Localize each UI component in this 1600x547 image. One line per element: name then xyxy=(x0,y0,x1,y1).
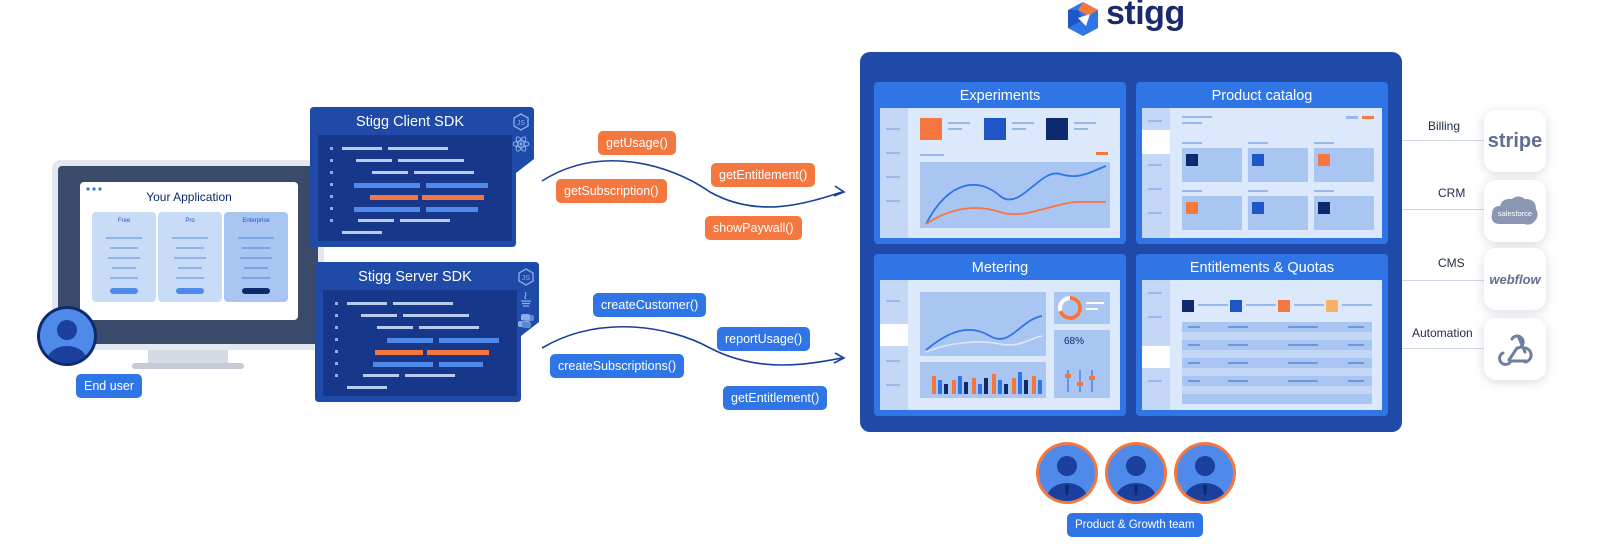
panel-title: Metering xyxy=(971,260,1029,276)
plan-name: Free xyxy=(117,218,131,224)
panel-title: Product catalog xyxy=(1211,88,1313,104)
sdk-flow-arrows xyxy=(541,160,846,366)
stigg-logo-mark-icon xyxy=(1068,2,1098,36)
integration-label-crm: CRM xyxy=(1438,186,1466,200)
react-icon xyxy=(512,135,530,153)
integration-connector xyxy=(1402,140,1484,141)
nodejs-icon: JS xyxy=(512,113,530,131)
server-sdk-title: Stigg Server SDK xyxy=(358,269,472,285)
integration-card-cms[interactable]: webflow xyxy=(1484,248,1546,310)
panel-experiments[interactable]: Experiments xyxy=(874,82,1126,244)
python-icon xyxy=(517,312,535,330)
integration-label-automation: Automation xyxy=(1412,326,1473,340)
integration-card-crm[interactable]: salesforce xyxy=(1484,180,1546,242)
panel-metering[interactable]: Metering xyxy=(874,254,1126,416)
integration-card-billing[interactable]: stripe xyxy=(1484,110,1546,172)
client-flow-arrow xyxy=(541,160,843,208)
end-user-label: End user xyxy=(76,374,143,398)
webhooks-icon xyxy=(1498,334,1533,366)
client-sdk-title: Stigg Client SDK xyxy=(356,114,464,130)
call-report-usage: reportUsage() xyxy=(717,327,811,351)
team-member-avatar xyxy=(1035,441,1099,505)
panel-body xyxy=(1142,280,1382,410)
stigg-wordmark: stigg xyxy=(1106,0,1185,32)
call-get-usage: getUsage() xyxy=(598,131,676,155)
integration-card-automation[interactable] xyxy=(1484,318,1546,380)
svg-text:JS: JS xyxy=(522,275,531,282)
stripe-logo: stripe xyxy=(1487,129,1543,152)
panel-title: Entitlements & Quotas xyxy=(1189,260,1335,276)
salesforce-logo: salesforce xyxy=(1497,208,1533,218)
salesforce-cloud-icon xyxy=(1491,196,1538,225)
server-sdk-card: Stigg Server SDK JS xyxy=(315,262,539,402)
end-user-avatar xyxy=(36,305,98,367)
integration-label-cms: CMS xyxy=(1438,256,1465,270)
integration-connector xyxy=(1402,280,1484,281)
stigg-dashboard: Experiments Product catalog xyxy=(860,52,1402,432)
call-get-entitlement-server: getEntitlement() xyxy=(723,386,828,410)
integration-label-billing: Billing xyxy=(1428,119,1461,133)
plan-card-free[interactable]: Free xyxy=(92,212,156,302)
panel-entitlements[interactable]: Entitlements & Quotas xyxy=(1136,254,1388,416)
plan-name: Pro xyxy=(185,218,195,224)
team-member-avatar xyxy=(1173,441,1237,505)
app-window-title: Your Application xyxy=(146,190,232,204)
nodejs-icon: JS xyxy=(517,268,535,286)
panel-body xyxy=(1142,108,1382,238)
call-create-subscriptions: createSubscriptions() xyxy=(550,354,685,378)
plan-card-pro[interactable]: Pro xyxy=(158,212,222,302)
stigg-logo: stigg xyxy=(1064,0,1204,40)
team-label: Product & Growth team xyxy=(1067,513,1203,537)
metering-percent: 68% xyxy=(1064,336,1085,347)
panel-title: Experiments xyxy=(959,88,1041,104)
team-member-avatar xyxy=(1104,441,1168,505)
call-get-entitlement: getEntitlement() xyxy=(711,163,816,187)
call-get-subscription: getSubscription() xyxy=(556,179,667,203)
client-sdk-card: Stigg Client SDK JS xyxy=(310,107,534,247)
call-show-paywall: showPaywall() xyxy=(705,216,802,240)
integrations: Billing stripe CRM salesforce CMS webflo… xyxy=(1402,100,1600,400)
svg-text:JS: JS xyxy=(517,120,526,127)
plan-name: Enterprise xyxy=(242,218,270,224)
panel-body: 68% xyxy=(880,280,1120,410)
monitor: Your Application Free Pro Enterprise xyxy=(52,160,328,380)
webflow-logo: webflow xyxy=(1489,271,1541,287)
panel-body xyxy=(880,108,1120,238)
window-dots xyxy=(86,187,102,191)
java-icon xyxy=(517,290,535,308)
call-create-customer: createCustomer() xyxy=(593,293,707,317)
integration-connector xyxy=(1402,348,1484,349)
plan-card-enterprise[interactable]: Enterprise xyxy=(224,212,288,302)
server-flow-arrow xyxy=(541,325,843,366)
panel-product-catalog[interactable]: Product catalog xyxy=(1136,82,1388,244)
integration-connector xyxy=(1402,209,1484,210)
